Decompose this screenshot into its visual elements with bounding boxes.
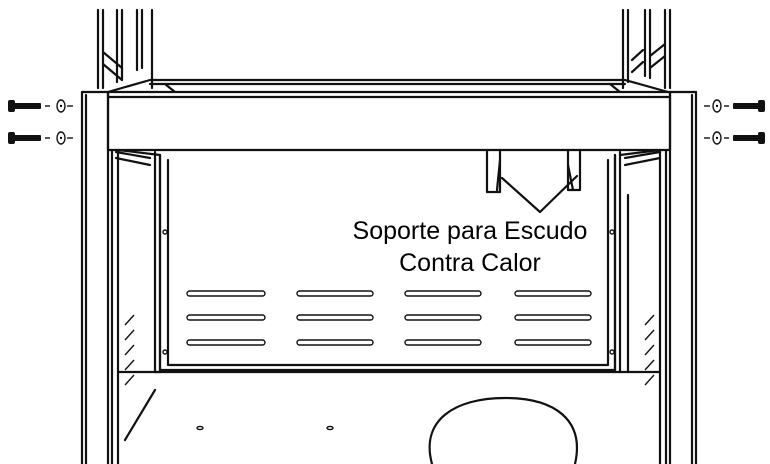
front-cross-beam	[106, 90, 672, 152]
right-side-panel	[609, 148, 662, 386]
top-rear-rail	[106, 78, 670, 94]
vent-slot	[514, 339, 592, 346]
vent-slot	[404, 290, 482, 297]
left-bolt-upper	[8, 99, 73, 113]
right-bolt-upper	[704, 99, 765, 113]
callout-label-line-1: Soporte para Escudo	[352, 217, 588, 245]
vent-slot	[296, 314, 374, 321]
rear-panel	[158, 153, 617, 372]
vent-slot	[514, 314, 592, 321]
vent-slot	[186, 290, 266, 297]
vent-slot	[296, 339, 374, 346]
vent-slots	[186, 290, 592, 346]
left-rear-post	[96, 8, 154, 90]
vent-slot	[186, 314, 266, 321]
vent-slot	[296, 290, 374, 297]
callout-label-line-2: Contra Calor	[399, 249, 541, 277]
vent-slot	[186, 339, 266, 346]
heat-shield-bracket-right	[566, 148, 582, 192]
callout-leader	[500, 174, 579, 214]
left-bolt-lower	[8, 131, 73, 145]
right-bolt-lower	[704, 131, 765, 145]
heat-shield-bracket-left	[485, 148, 502, 194]
vent-slot	[404, 314, 482, 321]
vent-slot	[514, 290, 592, 297]
vent-slot	[404, 339, 482, 346]
bottom-shelf	[153, 370, 622, 464]
right-rear-post	[621, 8, 672, 90]
